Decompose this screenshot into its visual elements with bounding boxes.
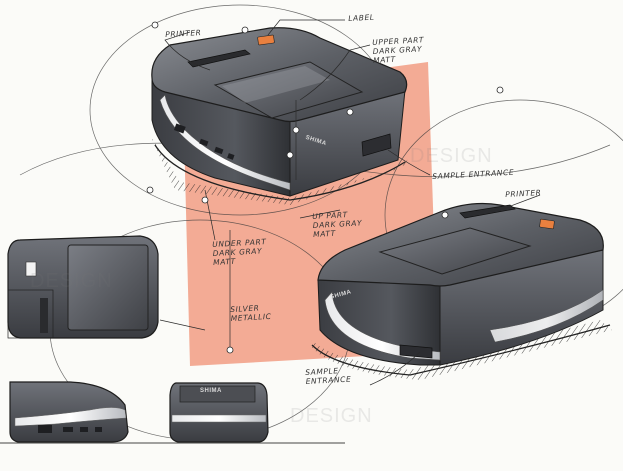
watermark: DESIGN xyxy=(410,145,493,167)
annotation-printer-top: PRINTER xyxy=(165,28,202,39)
brand-mark-front: SHIMA xyxy=(200,388,222,394)
annotation-upper-part-top: UPPER PART DARK GRAY MATT xyxy=(372,35,425,65)
annotation-silver: SILVER METALLIC xyxy=(230,303,272,323)
marker-dots xyxy=(146,21,504,354)
top-view xyxy=(7,235,159,339)
annotation-printer-right: PRINTER xyxy=(505,188,542,199)
side-view xyxy=(9,381,129,443)
leader-lines xyxy=(159,19,541,386)
annotation-upper-part-mid: UP PART DARK GRAY MATT xyxy=(312,210,363,239)
annotation-under-part: UNDER PART DARK GRAY MATT xyxy=(212,237,267,267)
watermark: DESIGN xyxy=(290,405,373,427)
main-device xyxy=(150,27,410,205)
watermark: DESIGN xyxy=(30,270,113,292)
annotation-sample-entrance-bottom: SAMPLE ENTRANCE xyxy=(305,366,352,386)
annotation-label: LABEL xyxy=(348,12,375,23)
right-device xyxy=(310,202,612,380)
front-view xyxy=(169,382,269,443)
